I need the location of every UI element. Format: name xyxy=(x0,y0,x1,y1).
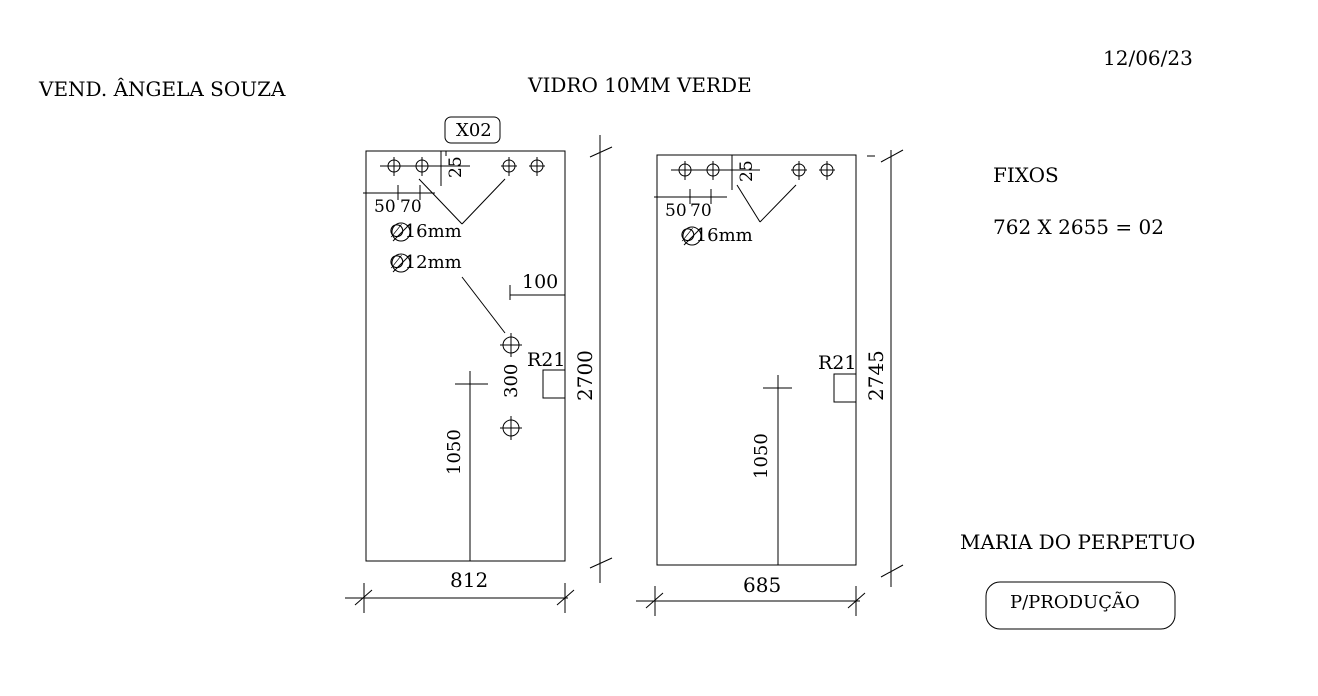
dim-label-70: 70 xyxy=(400,197,422,217)
fixed-title: FIXOS xyxy=(993,163,1059,187)
vendor-label: VEND. ÂNGELA SOUZA xyxy=(39,77,286,101)
dim-label-70: 70 xyxy=(690,201,712,221)
hole-12-label: ∅12mm xyxy=(389,252,462,273)
dim-label-1050: 1050 xyxy=(751,433,772,479)
dim-label-50: 50 xyxy=(665,201,687,221)
dim-label-50: 50 xyxy=(374,197,396,217)
hole-symbol xyxy=(529,157,545,176)
glass-panel-1 xyxy=(365,150,566,562)
dim-label-25: 25 xyxy=(446,156,466,178)
production-box xyxy=(985,581,1176,630)
hole-symbol xyxy=(500,333,522,357)
width-label: 685 xyxy=(743,573,782,597)
client-label: MARIA DO PERPETUO xyxy=(960,530,1196,554)
hole-16-label: ∅16mm xyxy=(680,225,753,246)
tag-label: X02 xyxy=(456,120,492,141)
page-title: VIDRO 10MM VERDE xyxy=(528,73,752,97)
width-label: 812 xyxy=(450,568,489,592)
date-label: 12/06/23 xyxy=(1103,46,1193,70)
tag-box xyxy=(444,116,501,144)
dim-label-300: 300 xyxy=(501,363,522,398)
notch xyxy=(833,373,857,403)
production-label: P/PRODUÇÃO xyxy=(1010,592,1140,613)
dim-label-1050: 1050 xyxy=(444,429,465,475)
hole-symbol xyxy=(500,416,522,440)
height-label: 2700 xyxy=(573,350,597,401)
dim-label-100: 100 xyxy=(522,271,559,293)
glass-panel-2 xyxy=(656,154,857,566)
notch xyxy=(542,369,566,399)
hole-symbol xyxy=(819,161,835,180)
hole-symbol xyxy=(501,157,517,176)
radius-label: R21 xyxy=(818,352,857,374)
dim-label-25: 25 xyxy=(737,160,757,182)
hole-16-label: ∅16mm xyxy=(389,221,462,242)
hole-symbol xyxy=(791,161,807,180)
radius-label: R21 xyxy=(527,349,566,371)
fixed-spec: 762 X 2655 = 02 xyxy=(993,215,1164,239)
height-label: 2745 xyxy=(864,350,888,401)
